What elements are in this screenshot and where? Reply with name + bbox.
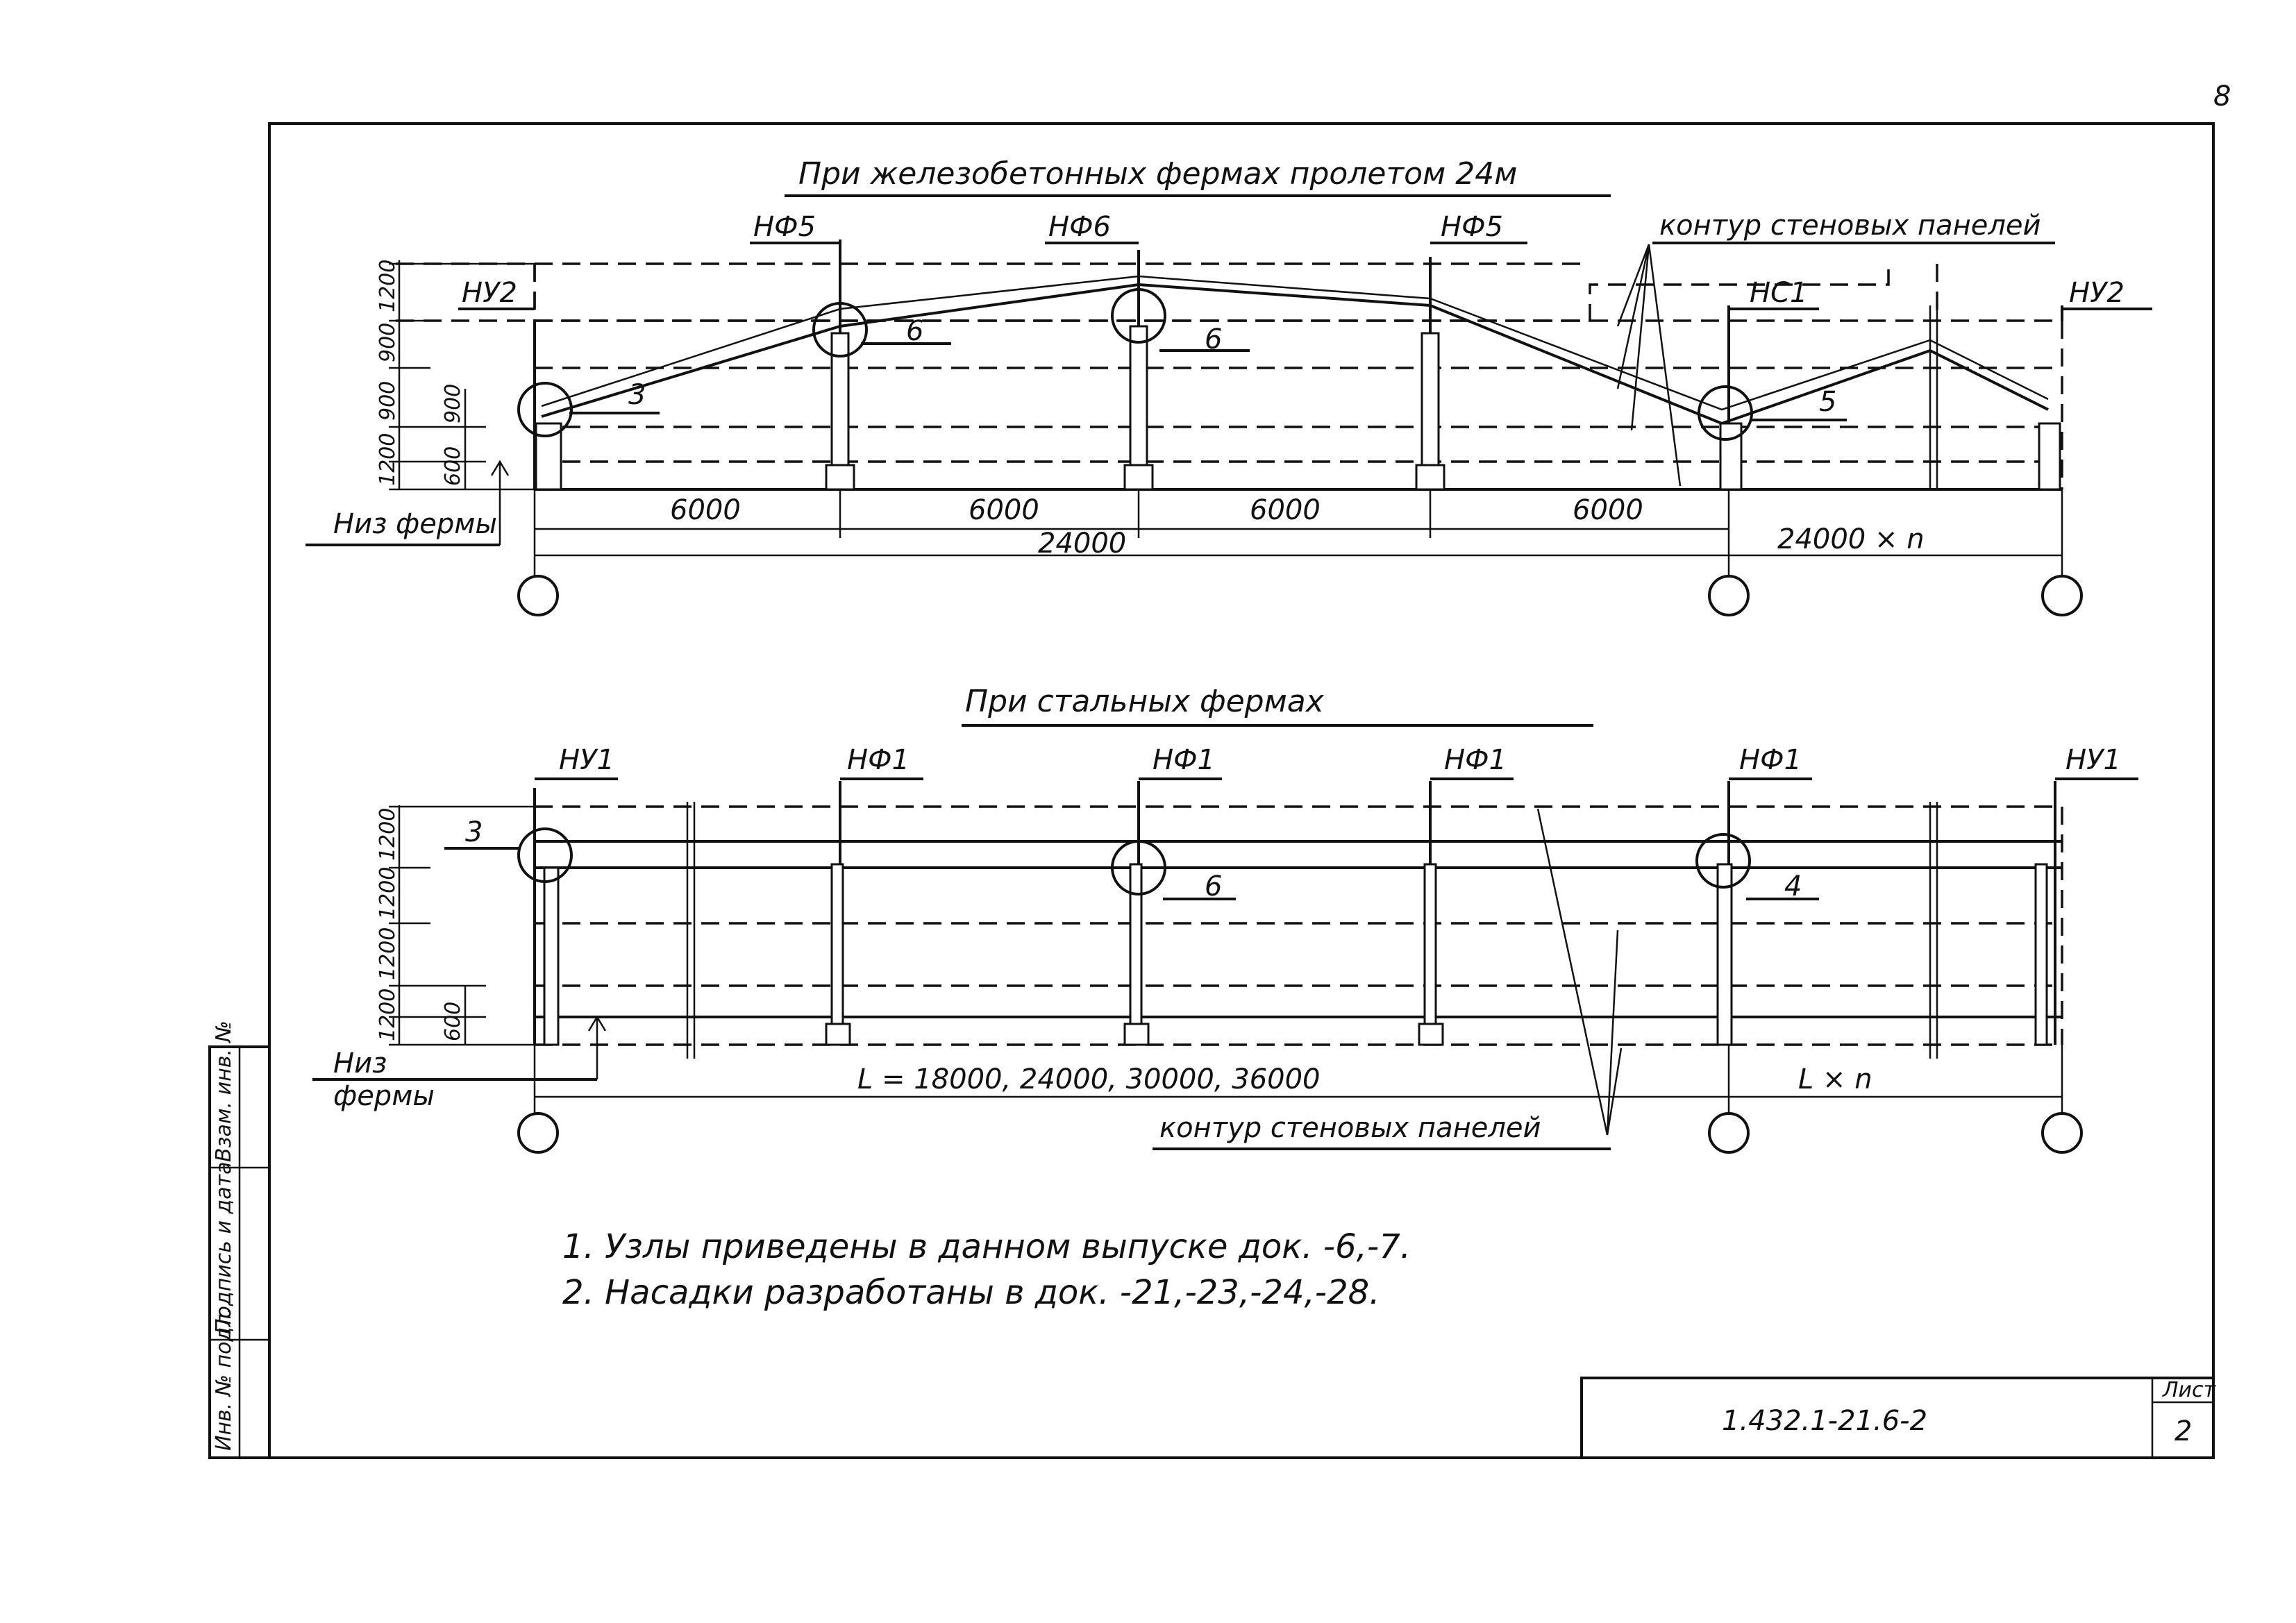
top-column-label-3: НФ6 <box>1048 211 1111 243</box>
top-column-label-4: НФ5 <box>1441 211 1503 243</box>
bottom-column-label-6: НУ1 <box>2065 744 2121 776</box>
top-node-label-1: 3 <box>628 379 646 411</box>
note-1: 1. Узлы приведены в данном выпуске док. … <box>562 1227 1411 1266</box>
bottom-axis-marker-2 <box>1708 1112 1750 1154</box>
bottom-level-dim-4: 1200 <box>376 989 400 1041</box>
bottom-column-label-1: НУ1 <box>559 744 614 776</box>
top-axis-marker-2 <box>1708 575 1750 616</box>
title-stamp: 1.432.1-21.6-2 Лист 2 <box>1580 1377 2217 1459</box>
top-node-label-4: 5 <box>1819 386 1836 418</box>
top-diagram: При железобетонных фермах пролетом 24м к… <box>305 156 2152 616</box>
top-span-3: 6000 <box>1250 494 1321 526</box>
bottom-node-circle-1 <box>517 827 573 883</box>
top-repeat-span: 24000 × n <box>1777 523 1925 555</box>
bottom-column-label-5: НФ1 <box>1739 744 1802 776</box>
top-title: При железобетонных фермах пролетом 24м <box>798 156 1517 192</box>
top-level-dim-4: 1200 <box>376 433 400 486</box>
top-node-circle-2 <box>812 302 868 358</box>
bottom-level-dim-2: 1200 <box>376 867 400 920</box>
top-span-2: 6000 <box>969 494 1039 526</box>
top-level-dim-1: 1200 <box>376 260 400 312</box>
bottom-wall-contour-label: контур стеновых панелей <box>1159 1112 1541 1144</box>
bottom-node-label-2: 6 <box>1205 871 1222 902</box>
bottom-chord-label-2: фермы <box>333 1080 435 1112</box>
side-stamp-cell-3: Взам. инв. № <box>212 1020 236 1162</box>
bottom-chord-label-1: Низ <box>333 1048 387 1079</box>
bottom-node-circle-3 <box>1695 833 1751 889</box>
top-span-1: 6000 <box>670 494 741 526</box>
note-2: 2. Насадки разработаны в док. -21,-23,-2… <box>562 1273 1380 1312</box>
bottom-axis-marker-3 <box>2041 1112 2083 1154</box>
drawing-frame <box>268 122 2215 1459</box>
top-level-dim-2: 900 <box>376 323 400 362</box>
top-bottom-chord-label: Низ фермы <box>333 508 497 540</box>
bottom-column-label-4: НФ1 <box>1444 744 1507 776</box>
side-stamp: Инв. № подл. Подпись и дата Взам. инв. № <box>208 1020 271 1459</box>
bottom-column-label-2: НФ1 <box>847 744 910 776</box>
top-node-circle-1 <box>517 382 573 437</box>
top-axis-marker-3 <box>2041 575 2083 616</box>
bottom-level-dim-3: 1200 <box>376 927 400 980</box>
top-level-dim-6: 600 <box>441 446 465 486</box>
bottom-node-label-1: 3 <box>465 816 483 848</box>
page-number: 8 <box>2213 81 2231 112</box>
bottom-axis-marker-1 <box>517 1112 559 1154</box>
top-span-4: 6000 <box>1573 494 1643 526</box>
bottom-column-label-3: НФ1 <box>1153 744 1215 776</box>
document-code: 1.432.1-21.6-2 <box>1722 1405 1927 1437</box>
bottom-level-dim-5: 600 <box>441 1002 465 1041</box>
top-wall-contour-label: контур стеновых панелей <box>1659 210 2041 242</box>
side-stamp-cell-1: Инв. № подл. <box>212 1307 236 1451</box>
top-node-label-3: 6 <box>1205 323 1222 355</box>
bottom-diagram: При стальных фермах <box>312 684 2138 1154</box>
top-column-label-2: НФ5 <box>753 211 816 243</box>
top-level-dim-5: 900 <box>441 384 465 423</box>
bottom-node-circle-2 <box>1111 840 1166 895</box>
top-node-label-2: 6 <box>906 315 923 347</box>
side-stamp-cell-2: Подпись и дата <box>212 1162 236 1335</box>
top-column-label-1: НУ2 <box>462 277 517 309</box>
bottom-node-label-3: 4 <box>1784 871 1802 902</box>
sheet-label: Лист <box>2162 1378 2217 1402</box>
top-column-label-6: НУ2 <box>2069 277 2125 309</box>
top-level-dim-3: 900 <box>376 381 400 421</box>
sheet-number: 2 <box>2175 1415 2192 1447</box>
bottom-level-dim-1: 1200 <box>376 808 400 861</box>
top-node-circle-3 <box>1111 288 1166 344</box>
top-axis-marker-1 <box>517 575 559 616</box>
bottom-title: При стальных фермах <box>965 684 1325 719</box>
top-column-label-5: НС1 <box>1750 277 1807 309</box>
bottom-span-text: L = 18000, 24000, 30000, 36000 <box>857 1063 1321 1095</box>
top-total-span: 24000 <box>1038 528 1126 560</box>
top-node-circle-4 <box>1698 385 1753 441</box>
bottom-repeat-span: L × n <box>1798 1063 1872 1095</box>
